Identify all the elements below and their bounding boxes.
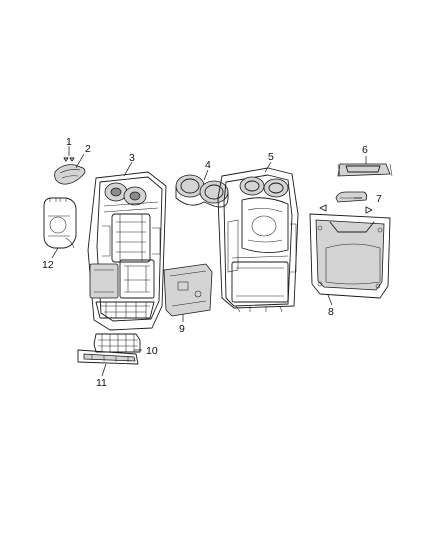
- callout-12: 12: [42, 259, 54, 271]
- part-10-hinge-bracket: [93, 333, 141, 353]
- callout-5: 5: [268, 151, 274, 163]
- part-7-trim-insert: [335, 191, 368, 203]
- part-2-trim-cover: [54, 164, 86, 185]
- part-8-rear-panel: [309, 204, 391, 299]
- leader-lines: [51, 146, 367, 377]
- part-11-lower-rail: [77, 349, 139, 365]
- part-1-fasteners: [63, 157, 75, 162]
- callout-7: 7: [376, 193, 382, 205]
- callout-4: 4: [205, 159, 211, 171]
- callout-8: 8: [328, 306, 334, 318]
- callout-2: 2: [85, 143, 91, 155]
- callout-6: 6: [362, 144, 368, 156]
- callout-10: 10: [146, 345, 158, 357]
- part-3-seat-back-frame: [87, 171, 167, 331]
- callout-11: 11: [96, 377, 107, 389]
- callout-3: 3: [129, 152, 135, 164]
- part-5-seat-back-frame: [217, 167, 299, 313]
- part-12-bracket: [43, 197, 77, 249]
- part-9-cover-panel: [163, 263, 213, 317]
- callout-1: 1: [66, 136, 72, 148]
- callout-9: 9: [179, 323, 185, 335]
- part-6-trim-bezel: [337, 163, 393, 177]
- part-4-cup-holder: [175, 174, 229, 208]
